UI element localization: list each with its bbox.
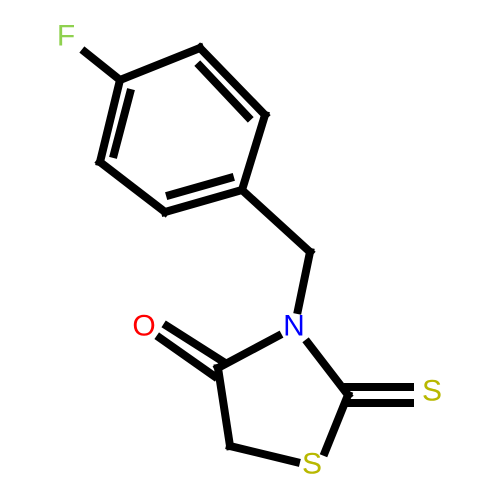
bond-c6-c1 [95,75,125,167]
bond-ch2-nitrogen [293,247,315,315]
bond-carbonyl-c-ch2 [213,363,235,451]
bond-carbonyl-double-a [154,332,220,382]
bond-c4-c5-inner [165,173,235,200]
bond-c1-fluorine [79,46,126,86]
bond-n-thione-c [302,337,354,401]
bond-ring-ch2 [236,184,316,258]
bond-c2-c3-inner [194,60,254,123]
bond-c6-c1-inner [109,88,135,159]
atom-thione-sulfur-label: S [422,375,442,408]
atom-ring-sulfur-label: S [302,448,322,481]
bond-ch2-sulfur [225,441,301,467]
bond-c2-c3 [194,42,271,121]
bond-carbonyl-double-b [161,320,228,367]
benzene-ring [94,42,271,218]
bond-n-carbonyl-c [212,330,284,374]
atom-fluorine-label: F [57,20,75,53]
atom-oxygen-label: O [132,310,155,343]
bond-c5-c6 [94,156,171,218]
bond-c3-c4 [237,110,270,195]
bond-c4-c5 [160,185,247,217]
bond-c1-c2 [114,42,206,86]
thiazolidinone-ring [212,330,354,467]
atom-nitrogen-label: N [283,310,305,343]
